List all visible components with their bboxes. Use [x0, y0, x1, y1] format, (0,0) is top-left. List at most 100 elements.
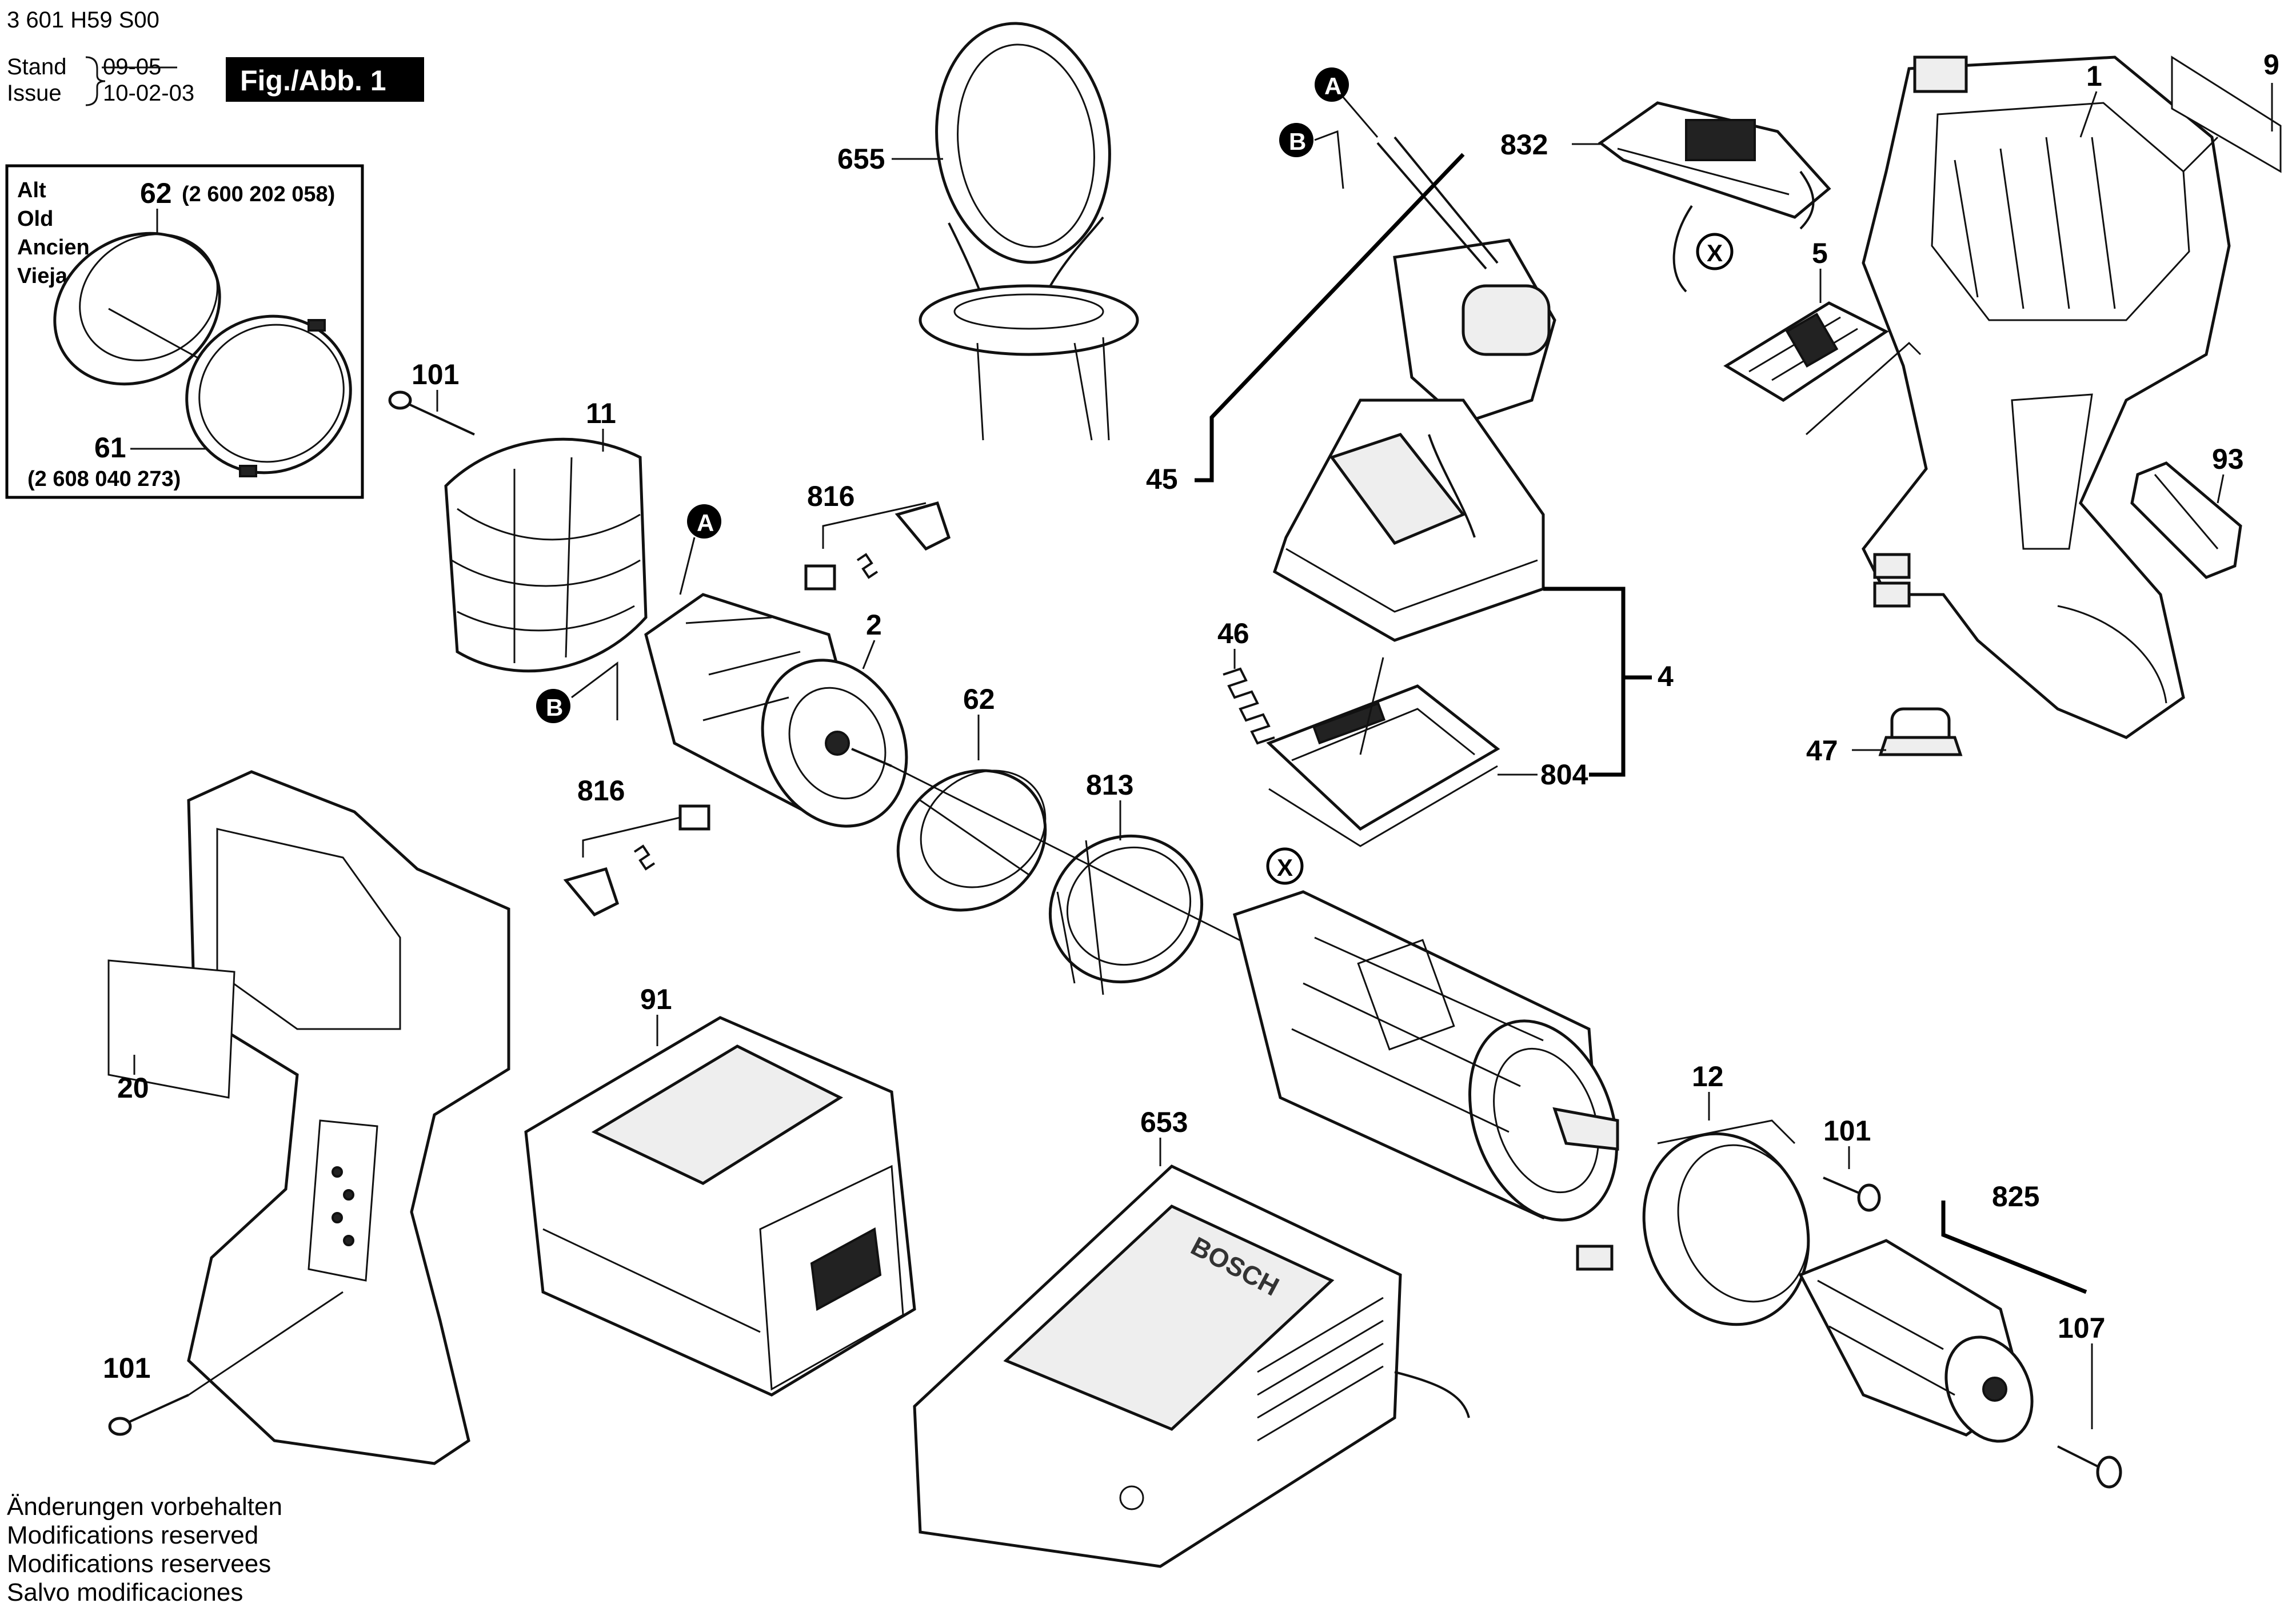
- part-47-knob: [1878, 707, 1963, 756]
- part-101-screw-bottom: [108, 1394, 189, 1436]
- callout-45: 45: [1146, 463, 1178, 495]
- callout-816-bot: 816: [577, 775, 625, 807]
- footer-line-de: Änderungen vorbehalten: [7, 1493, 282, 1521]
- callout-20: 20: [117, 1072, 149, 1104]
- callout-11: 11: [586, 397, 616, 429]
- inset-label-old: Old: [17, 207, 53, 231]
- leader-93: [2217, 474, 2225, 504]
- callout-9: 9: [2263, 49, 2279, 81]
- marker-b-top: B: [1279, 123, 1344, 189]
- callout-101-top: 101: [412, 358, 459, 390]
- inset-part-61-number: 61: [94, 432, 126, 464]
- callout-816-top: 816: [807, 480, 854, 512]
- inset-part-61-code: (2 608 040 273): [27, 467, 181, 491]
- part-45-switch-assembly: [1272, 136, 1556, 642]
- header: 3 601 H59 S00 Stand 09-05 Issue 10-02-03…: [7, 7, 424, 106]
- callout-46: 46: [1217, 617, 1249, 649]
- part-93-bit: [2130, 461, 2242, 579]
- leader-2: [862, 640, 876, 669]
- inset-part-62-code: (2 600 202 058): [182, 182, 335, 206]
- svg-text:X: X: [1707, 240, 1723, 266]
- part-101-screw-top: [388, 390, 475, 436]
- doc-number: 3 601 H59 S00: [7, 7, 159, 33]
- part-1-housing-half: [1862, 55, 2231, 739]
- part-11-guard: [444, 437, 648, 673]
- inset-label-alt: Alt: [17, 178, 46, 202]
- callout-653: 653: [1140, 1106, 1188, 1138]
- part-107-screw: [2057, 1445, 2122, 1489]
- part-816-brush-top: [804, 501, 951, 591]
- callout-832: 832: [1500, 129, 1548, 161]
- leader-9-to-housing: [2182, 136, 2219, 173]
- callout-1: 1: [2086, 60, 2102, 92]
- part-5-switch: [1723, 301, 1889, 402]
- callout-62: 62: [963, 683, 995, 715]
- callout-5: 5: [1812, 237, 1828, 269]
- callout-101-right: 101: [1823, 1115, 1871, 1147]
- callout-825: 825: [1992, 1181, 2039, 1213]
- footer-line-es: Salvo modificaciones: [7, 1578, 243, 1606]
- part-804-plate: [1266, 684, 1500, 847]
- leader-1: [2079, 91, 2098, 138]
- callout-813: 813: [1086, 769, 1133, 801]
- inset-label-vieja: Vieja: [17, 264, 68, 288]
- fig-label: Fig./Abb. 1: [240, 65, 386, 97]
- inset-old-parts: Alt Old Ancien Vieja 62 (2 600 202 058) …: [5, 164, 364, 499]
- assembly-axis-line: [891, 765, 1247, 944]
- part-825-chuck: [1798, 1239, 2034, 1443]
- footer-line-en: Modifications reserved: [7, 1521, 258, 1549]
- marker-a-top: A: [1315, 67, 1379, 138]
- callout-12: 12: [1692, 1060, 1724, 1092]
- callout-804: 804: [1540, 759, 1588, 791]
- issue-date: 10-02-03: [103, 81, 194, 106]
- callout-47: 47: [1806, 735, 1838, 767]
- svg-text:B: B: [1289, 128, 1306, 155]
- inset-clip-61: [185, 314, 352, 477]
- leader-825-bracket: [1941, 1201, 2087, 1294]
- svg-text:A: A: [1324, 73, 1341, 99]
- part-653-charger: BOSCH: [913, 1165, 1470, 1568]
- footer-line-fr: Modifications reservees: [7, 1550, 271, 1578]
- fig-label-box: [226, 57, 424, 102]
- callout-93: 93: [2212, 443, 2244, 475]
- svg-text:B: B: [546, 694, 563, 721]
- marker-x-top: X: [1696, 233, 1734, 270]
- callout-107: 107: [2058, 1312, 2105, 1344]
- leader-45-bracket: [1195, 153, 1465, 482]
- callout-2: 2: [866, 609, 882, 641]
- part-62-ring: [896, 769, 1047, 912]
- part-813-clip-ring: [1048, 834, 1204, 995]
- part-46-spring: [1223, 667, 1275, 745]
- callout-655: 655: [837, 143, 885, 175]
- part-91-battery: [524, 1016, 916, 1397]
- footer-notice: Änderungen vorbehalten Modifications res…: [7, 1493, 282, 1606]
- leader-4-to-plate: [1359, 657, 1384, 755]
- part-832-cover: [1598, 101, 1831, 293]
- callout-101-bottom: 101: [103, 1352, 150, 1384]
- marker-b-left: B: [536, 661, 618, 723]
- part-816-brush-bottom: [563, 804, 710, 917]
- marker-a-left: A: [679, 504, 721, 595]
- issue-label: Issue: [7, 81, 62, 106]
- part-101-screw-right: [1823, 1177, 1881, 1212]
- svg-text:X: X: [1277, 854, 1293, 881]
- part-2-motor: [644, 593, 908, 828]
- part-gearbox: [1233, 890, 1619, 1222]
- leader-4-bracket: [1543, 587, 1626, 777]
- marker-x-mid: X: [1266, 847, 1304, 885]
- part-655-holder: [919, 22, 1139, 441]
- part-20-housing-half: [187, 770, 510, 1465]
- leader-101-bottom: [188, 1291, 344, 1396]
- part-20-label: [107, 959, 235, 1099]
- stand-label: Stand: [7, 54, 67, 79]
- inset-part-62-number: 62: [140, 177, 172, 209]
- callout-4: 4: [1658, 660, 1674, 692]
- part-9-label: [2171, 55, 2282, 173]
- leader-5-to-housing: [1806, 341, 1922, 436]
- header-brace: [85, 56, 106, 106]
- callout-91: 91: [640, 983, 672, 1015]
- inset-label-ancien: Ancien: [17, 236, 90, 260]
- svg-text:A: A: [697, 509, 714, 536]
- part-12-housing-cap: [1576, 1119, 1810, 1326]
